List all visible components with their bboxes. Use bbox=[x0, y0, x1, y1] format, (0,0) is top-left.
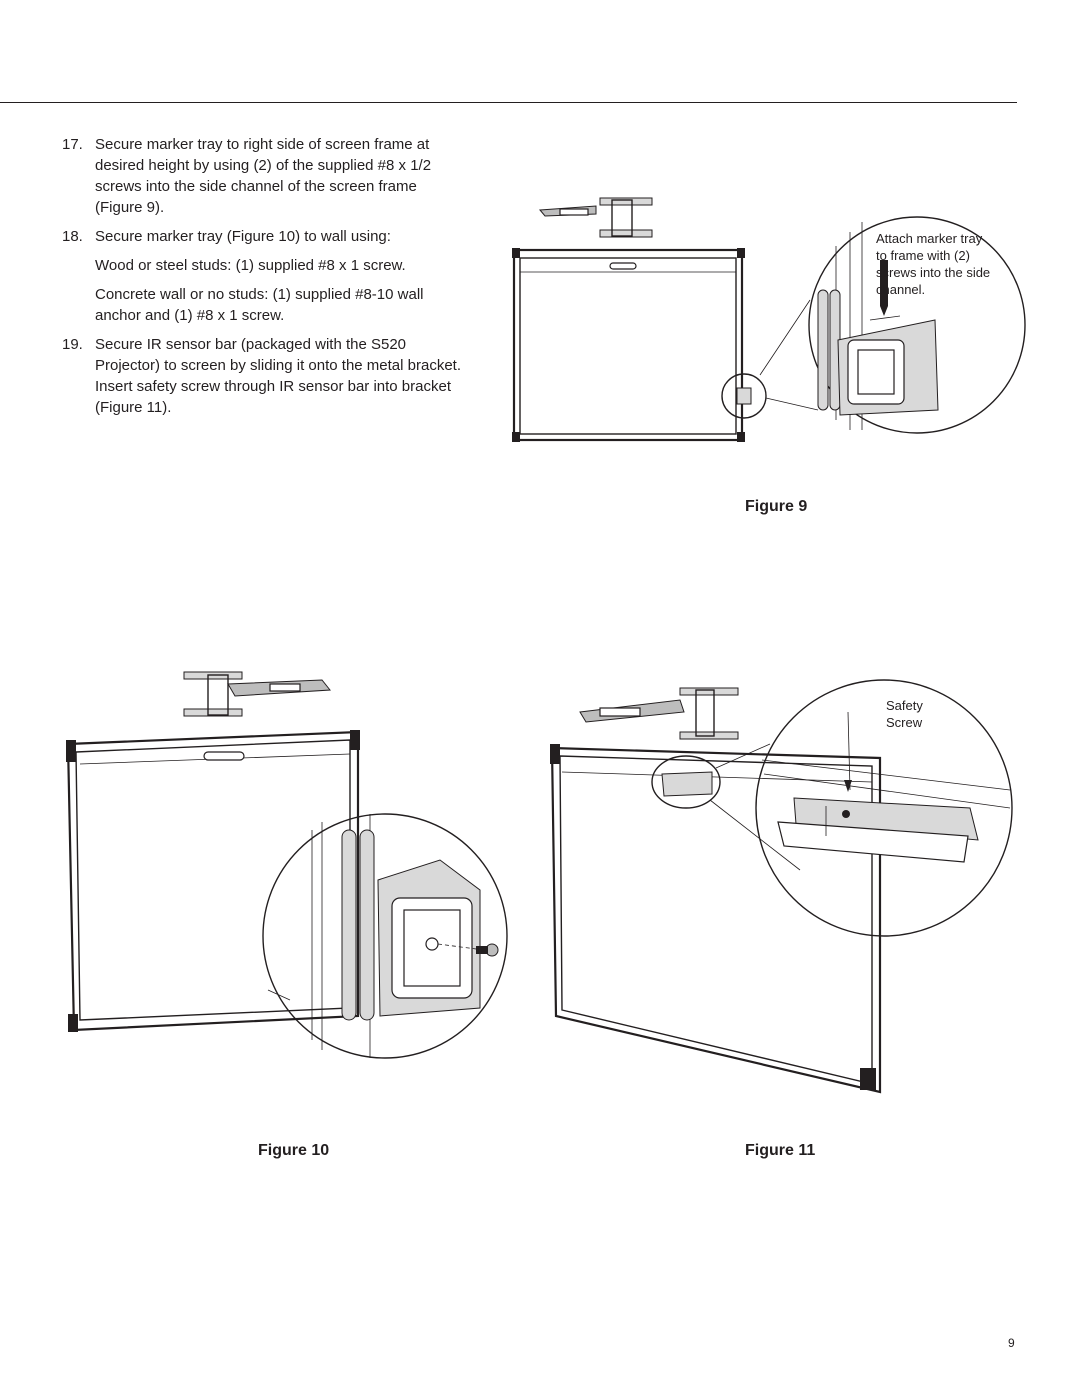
wall-bracket bbox=[183, 671, 331, 717]
wall-bracket bbox=[579, 687, 739, 740]
whiteboard bbox=[550, 744, 882, 1094]
step-text: Secure IR sensor bar (packaged with the … bbox=[95, 336, 462, 416]
step-19: 19. Secure IR sensor bar (packaged with … bbox=[62, 334, 462, 418]
step-number: 19. bbox=[62, 336, 83, 353]
figure-9-caption: Figure 9 bbox=[745, 498, 808, 515]
step-substep: Wood or steel studs: (1) supplied #8 x 1… bbox=[95, 257, 406, 274]
figure-11-caption: Figure 11 bbox=[745, 1142, 816, 1159]
figure-9-callout: Attach marker tray to frame with (2) scr… bbox=[876, 231, 991, 297]
step-text: Secure marker tray (Figure 10) to wall u… bbox=[95, 228, 391, 245]
figure-9-detail-circle bbox=[808, 216, 1026, 434]
wall-bracket bbox=[538, 197, 653, 238]
step-17: 17. Secure marker tray to right side of … bbox=[62, 134, 462, 218]
instruction-steps: 17. Secure marker tray to right side of … bbox=[62, 134, 462, 418]
figure-10-caption: Figure 10 bbox=[258, 1142, 330, 1159]
figure-10-detail-circle bbox=[262, 813, 508, 1059]
header-rule bbox=[0, 102, 1017, 103]
step-18: 18. Secure marker tray (Figure 10) to wa… bbox=[62, 226, 462, 326]
page-number: 9 bbox=[1008, 1336, 1015, 1350]
step-substep: Concrete wall or no studs: (1) supplied … bbox=[95, 286, 424, 324]
figure-11-callout: Safety Screw bbox=[886, 698, 923, 730]
figure-11-detail-circle bbox=[755, 679, 1013, 937]
step-text: Secure marker tray to right side of scre… bbox=[95, 136, 432, 216]
step-number: 17. bbox=[62, 136, 83, 153]
step-number: 18. bbox=[62, 228, 83, 245]
whiteboard bbox=[512, 248, 745, 442]
